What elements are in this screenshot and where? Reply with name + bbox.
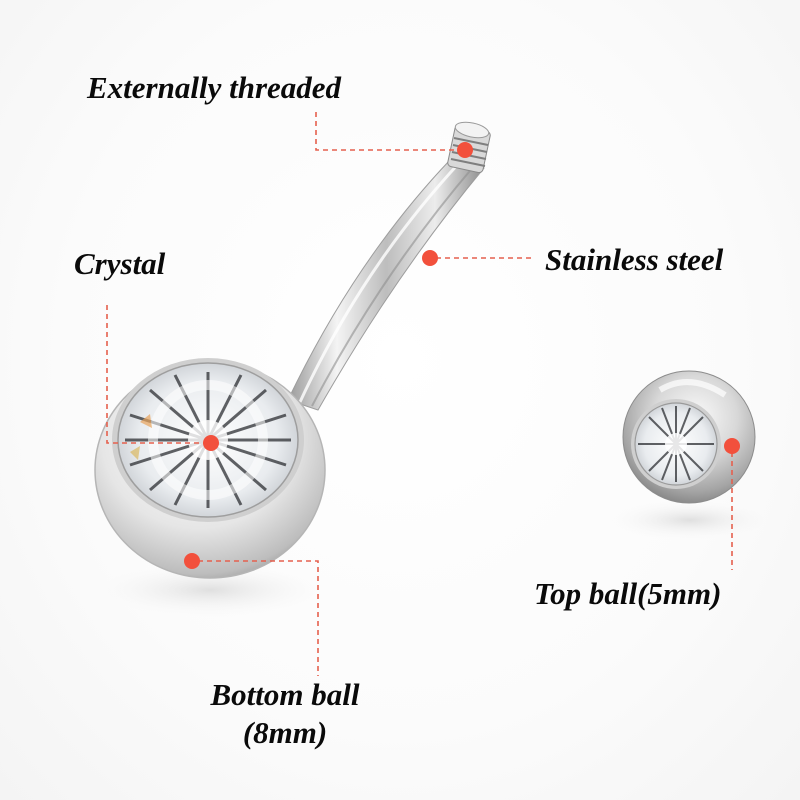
label-externally-threaded: Externally threaded [87,70,342,105]
label-bottom-ball-size: (8mm) [242,715,328,750]
curved-bar [287,121,491,411]
label-bottom-ball-name: Bottom ball [210,677,360,712]
callout-line-crystal [106,305,206,444]
callout-dot-threaded [457,142,473,158]
top-ball [622,370,756,504]
callout-lines [106,112,733,676]
callout-dot-top-ball [724,438,740,454]
callout-dots [184,142,740,569]
callout-line-threaded [315,112,462,151]
callout-dot-crystal [203,435,219,451]
label-stainless-steel: Stainless steel [545,242,724,277]
bottom-ball [94,358,326,579]
label-bottom-ball: Bottom ball (8mm) [160,676,410,752]
label-top-ball: Top ball(5mm) [534,576,722,611]
label-crystal: Crystal [74,246,166,281]
callout-dot-steel [422,250,438,266]
callout-dot-bottom-ball [184,553,200,569]
callout-line-bottom-ball [198,560,319,676]
